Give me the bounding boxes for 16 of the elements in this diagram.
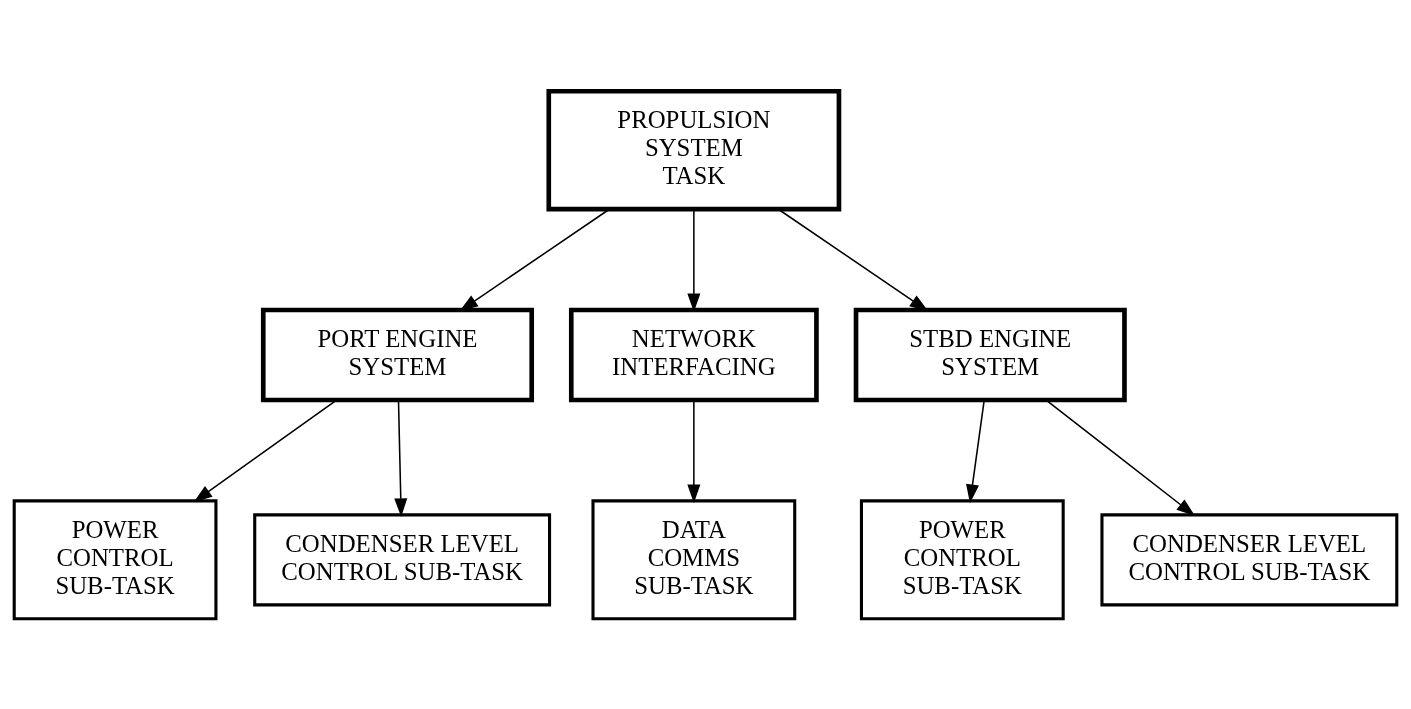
arrow <box>1045 399 1196 516</box>
arrow <box>777 208 929 311</box>
node-box: POWER CONTROL SUB-TASK <box>859 498 1065 620</box>
arrow <box>966 399 985 503</box>
arrow <box>394 399 408 517</box>
arrow <box>193 399 337 502</box>
node-box: CONDENSER LEVEL CONTROL SUB-TASK <box>1100 512 1399 606</box>
node-box: NETWORK INTERFACING <box>568 307 819 402</box>
node-box: POWER CONTROL SUB-TASK <box>12 498 218 620</box>
node-box: PROPULSION SYSTEM TASK <box>546 88 842 211</box>
arrow <box>459 208 611 311</box>
node-box: CONDENSER LEVEL CONTROL SUB-TASK <box>253 512 552 606</box>
node-box: DATA COMMS SUB-TASK <box>591 498 797 620</box>
arrow <box>687 399 701 503</box>
node-box: PORT ENGINE SYSTEM <box>260 307 535 402</box>
node-box: STBD ENGINE SYSTEM <box>853 307 1127 402</box>
